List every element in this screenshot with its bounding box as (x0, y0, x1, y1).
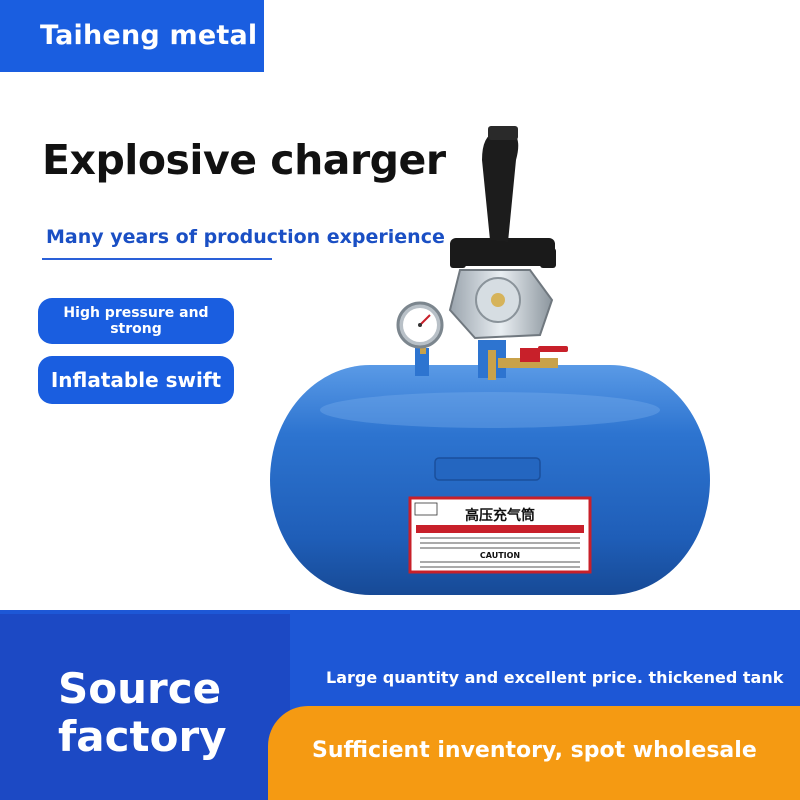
brand-name: Taiheng metal (40, 20, 258, 51)
tagline-quantity: Large quantity and excellent price. thic… (326, 668, 784, 687)
brand-banner (0, 0, 264, 72)
pressure-gauge-icon (396, 301, 444, 349)
warning-label: 高压充气筒 CAUTION (408, 496, 592, 574)
subheadline-underline (42, 258, 272, 260)
handle-lever-icon (482, 126, 519, 242)
product-subheadline: Many years of production experience (46, 226, 445, 248)
feature-badge-pressure: High pressure and strong (38, 298, 234, 344)
source-label-line-2: factory (58, 712, 227, 761)
footer-left-panel (0, 614, 290, 800)
tank-product-image: 高压充气筒 CAUTION (270, 126, 710, 595)
valve-column (478, 340, 568, 380)
valve-head (448, 269, 554, 340)
source-label-line-1: Source (58, 664, 222, 713)
feature-badge-inflatable: Inflatable swift (38, 356, 234, 404)
label-title: 高压充气筒 (465, 507, 535, 524)
tank-body (270, 365, 710, 595)
handle-bracket (450, 238, 556, 268)
tagline-inventory: Sufficient inventory, spot wholesale (312, 738, 757, 763)
footer-orange-panel (268, 706, 800, 800)
product-headline: Explosive charger (42, 136, 446, 184)
label-caution: CAUTION (480, 551, 520, 560)
